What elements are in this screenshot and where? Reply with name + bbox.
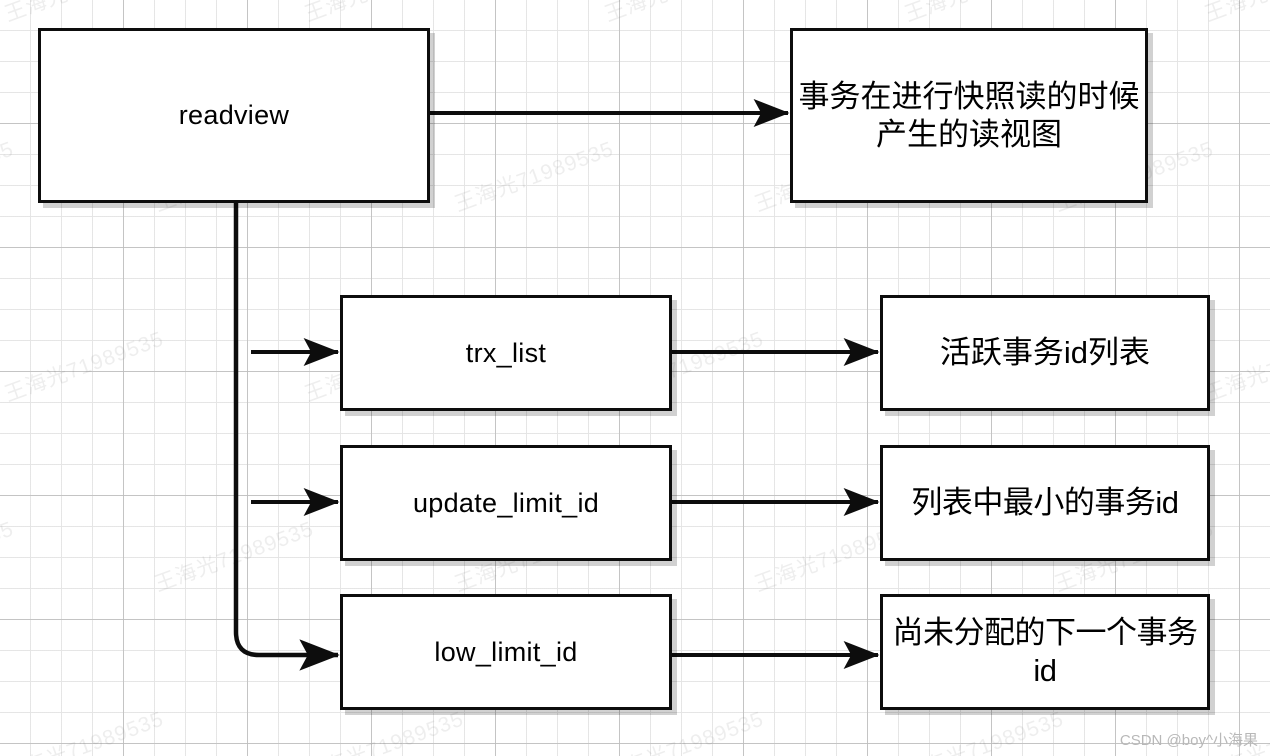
node-low-limit-id-label: low_limit_id [434,636,578,667]
node-update-limit-id-description[interactable]: 列表中最小的事务id [880,445,1210,561]
node-update-limit-id-description-label: 列表中最小的事务id [911,485,1179,521]
node-low-limit-id-description[interactable]: 尚未分配的下一个事务id [880,594,1210,710]
node-trx-list[interactable]: trx_list [340,295,672,411]
node-trx-list-description-label: 活跃事务id列表 [939,335,1151,371]
node-update-limit-id-label: update_limit_id [412,487,600,518]
node-readview-description-label: 事务在进行快照读的时候产生的读视图 [798,78,1140,152]
edge-readview-trunk [233,203,340,671]
node-trx-list-label: trx_list [465,337,547,368]
node-readview[interactable]: readview [38,28,430,203]
node-low-limit-id[interactable]: low_limit_id [340,594,672,710]
csdn-credit-watermark: CSDN @boy^小海果 [1119,732,1258,749]
node-update-limit-id[interactable]: update_limit_id [340,445,672,561]
node-trx-list-description[interactable]: 活跃事务id列表 [880,295,1210,411]
node-readview-label: readview [178,100,290,131]
node-low-limit-id-description-label: 尚未分配的下一个事务id [892,615,1199,688]
node-readview-description[interactable]: 事务在进行快照读的时候产生的读视图 [790,28,1148,203]
